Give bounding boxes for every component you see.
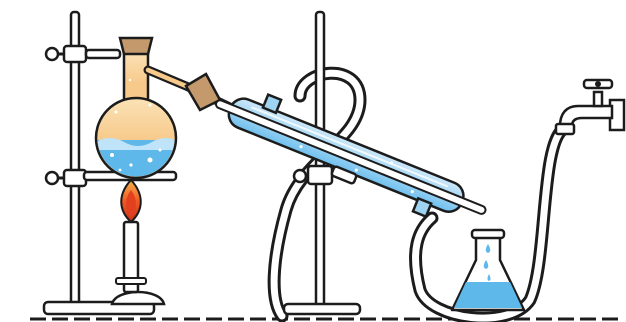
- tap-handle-icon: [582, 78, 614, 90]
- distillate-drop: [485, 244, 491, 253]
- upper-clamp: [44, 44, 122, 64]
- distillate-drop: [487, 274, 491, 281]
- distillate-drop: [483, 260, 489, 269]
- liebig-condenser-icon: [215, 92, 487, 219]
- cooling-hose-inlet: [409, 121, 572, 322]
- flask-stopper: [118, 36, 154, 56]
- bunsen-burner-icon: [110, 178, 166, 306]
- condenser-clamp: [292, 164, 358, 186]
- faucet-icon: [554, 78, 626, 136]
- erlenmeyer-flask-icon: [450, 228, 526, 312]
- round-bottom-flask-icon: [94, 36, 178, 180]
